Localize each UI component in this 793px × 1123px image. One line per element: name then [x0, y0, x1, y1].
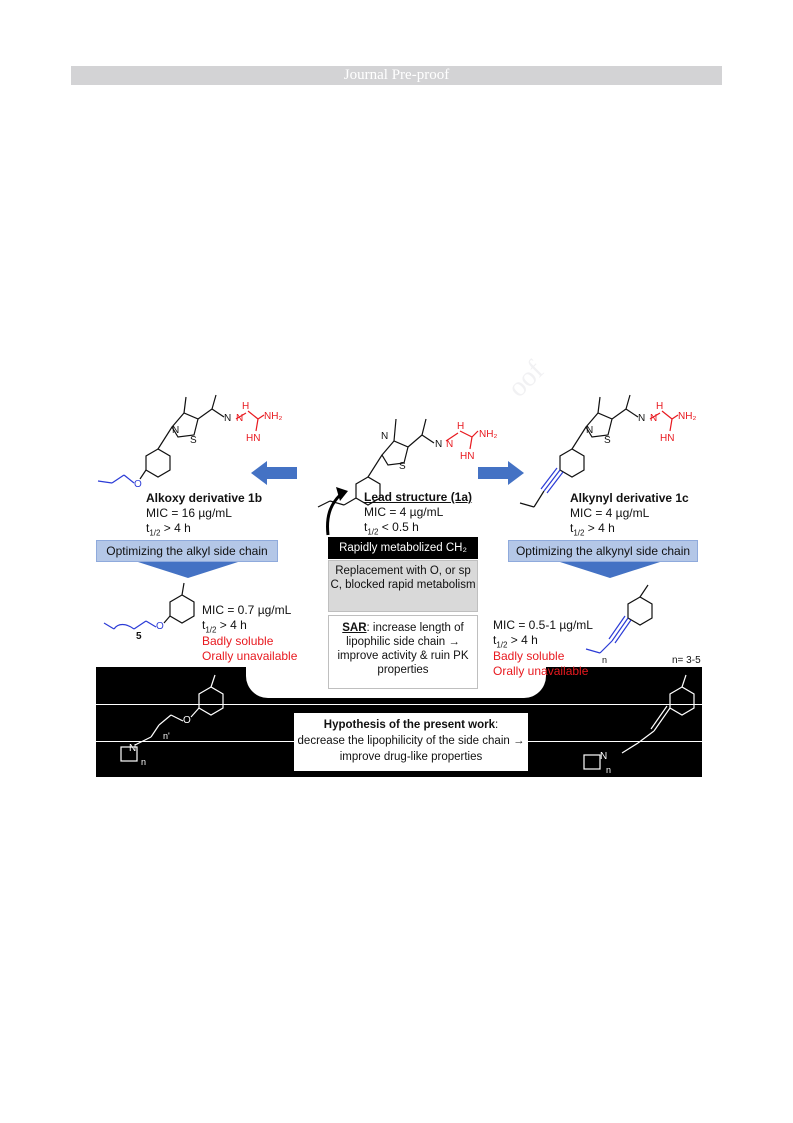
alkoxy-title: Alkoxy derivative 1b [146, 491, 263, 505]
svg-text:N: N [236, 413, 243, 424]
svg-text:N: N [650, 413, 657, 424]
alkoxy-structure-diagram: O N S N N H NH₂ HN [97, 394, 282, 490]
svg-text:S: S [604, 435, 611, 446]
alkynyl-structure-diagram: N S N N H NH₂ HN [519, 394, 696, 508]
svg-text:N: N [586, 425, 593, 436]
alkynyl-n-range: n= 3-5 [672, 655, 701, 666]
hypothesis-box: Hypothesis of the present work: decrease… [294, 713, 528, 771]
svg-text:5: 5 [136, 631, 142, 642]
alkoxy-opt-half-life: t1/2 > 4 h [202, 618, 247, 635]
alkoxy-phenyl-ring [145, 448, 171, 478]
svg-text:N: N [224, 413, 231, 424]
alkynyl-phenyl-ring [559, 448, 585, 478]
svg-text:N: N [638, 413, 645, 424]
svg-text:NH₂: NH₂ [678, 411, 696, 422]
svg-text:N: N [129, 743, 136, 754]
alkoxy-optimized-diagram: O 5 [103, 582, 195, 642]
svg-text:O: O [183, 715, 191, 726]
svg-text:N: N [381, 431, 388, 442]
svg-text:HN: HN [660, 433, 674, 444]
svg-text:O: O [134, 479, 142, 490]
band-line-1 [96, 704, 702, 705]
optimize-alkynyl-box: Optimizing the alkynyl side chain [508, 540, 698, 562]
svg-text:S: S [190, 435, 197, 446]
lead-half-life: t1/2 < 0.5 h [364, 520, 419, 537]
alkynyl-thiazole-ring [585, 412, 613, 438]
svg-text:HN: HN [246, 433, 260, 444]
svg-text:H: H [656, 401, 663, 412]
alkynyl-opt-half-life: t1/2 > 4 h [493, 633, 538, 650]
alkoxy-warning-oral: Orally unavailable [202, 649, 298, 663]
svg-text:n: n [602, 655, 607, 665]
svg-text:n: n [141, 757, 146, 767]
left-band-structure: O n' N n [120, 674, 224, 767]
lead-thiazole-ring [381, 440, 409, 466]
alkoxy-opt-mic: MIC = 0.7 µg/mL [202, 603, 292, 617]
alkynyl-opt-mic: MIC = 0.5-1 µg/mL [493, 618, 593, 632]
right-down-arrow [560, 562, 660, 578]
svg-text:O: O [156, 621, 164, 632]
left-arrow [251, 461, 297, 485]
curved-arrow [326, 487, 348, 536]
svg-text:N: N [600, 751, 607, 762]
svg-text:N: N [446, 439, 453, 450]
left-down-arrow [138, 562, 238, 578]
alkynyl-warning-oral: Orally unavailable [493, 664, 589, 678]
svg-text:NH₂: NH₂ [479, 429, 497, 440]
svg-text:n': n' [163, 731, 170, 741]
alkynyl-mic: MIC = 4 µg/mL [570, 506, 650, 520]
svg-text:HN: HN [460, 451, 474, 462]
right-band-structure: N n [583, 674, 695, 775]
alkynyl-half-life: t1/2 > 4 h [570, 521, 615, 538]
alkynyl-warning-soluble: Badly soluble [493, 649, 565, 663]
svg-text:NH₂: NH₂ [264, 411, 282, 422]
replacement-box: Replacement with O, or sp C, blocked rap… [328, 560, 478, 612]
svg-text:N: N [435, 439, 442, 450]
alkoxy-thiazole-ring [171, 412, 199, 438]
svg-text:S: S [399, 461, 406, 472]
lead-title: Lead structure (1a) [364, 490, 473, 504]
alkynyl-title: Alkynyl derivative 1c [570, 491, 689, 505]
alkynyl-optimized-diagram: n [585, 584, 653, 665]
rapid-metabolism-box: Rapidly metabolized CH₂ [328, 537, 478, 559]
svg-text:N: N [172, 425, 179, 436]
lead-mic: MIC = 4 µg/mL [364, 505, 444, 519]
svg-text:H: H [242, 401, 249, 412]
alkoxy-mic: MIC = 16 µg/mL [146, 506, 232, 520]
alkoxy-warning-soluble: Badly soluble [202, 634, 274, 648]
svg-text:H: H [457, 421, 464, 432]
optimize-alkyl-box: Optimizing the alkyl side chain [96, 540, 278, 562]
alkoxy-half-life: t1/2 > 4 h [146, 521, 191, 538]
journal-preproof-banner: Journal Pre-proof [71, 66, 722, 85]
lead-structure-diagram: N S N N H NH₂ HN [317, 418, 497, 508]
watermark: oof [501, 355, 551, 404]
lead-phenyl-ring [355, 476, 381, 506]
sar-box: SAR: increase length of lipophilic side … [328, 615, 478, 689]
svg-text:n: n [606, 765, 611, 775]
right-arrow [478, 461, 524, 485]
graphical-abstract-figure: N S N N H NH₂ HN Lead structure (1a) MIC… [96, 394, 702, 777]
